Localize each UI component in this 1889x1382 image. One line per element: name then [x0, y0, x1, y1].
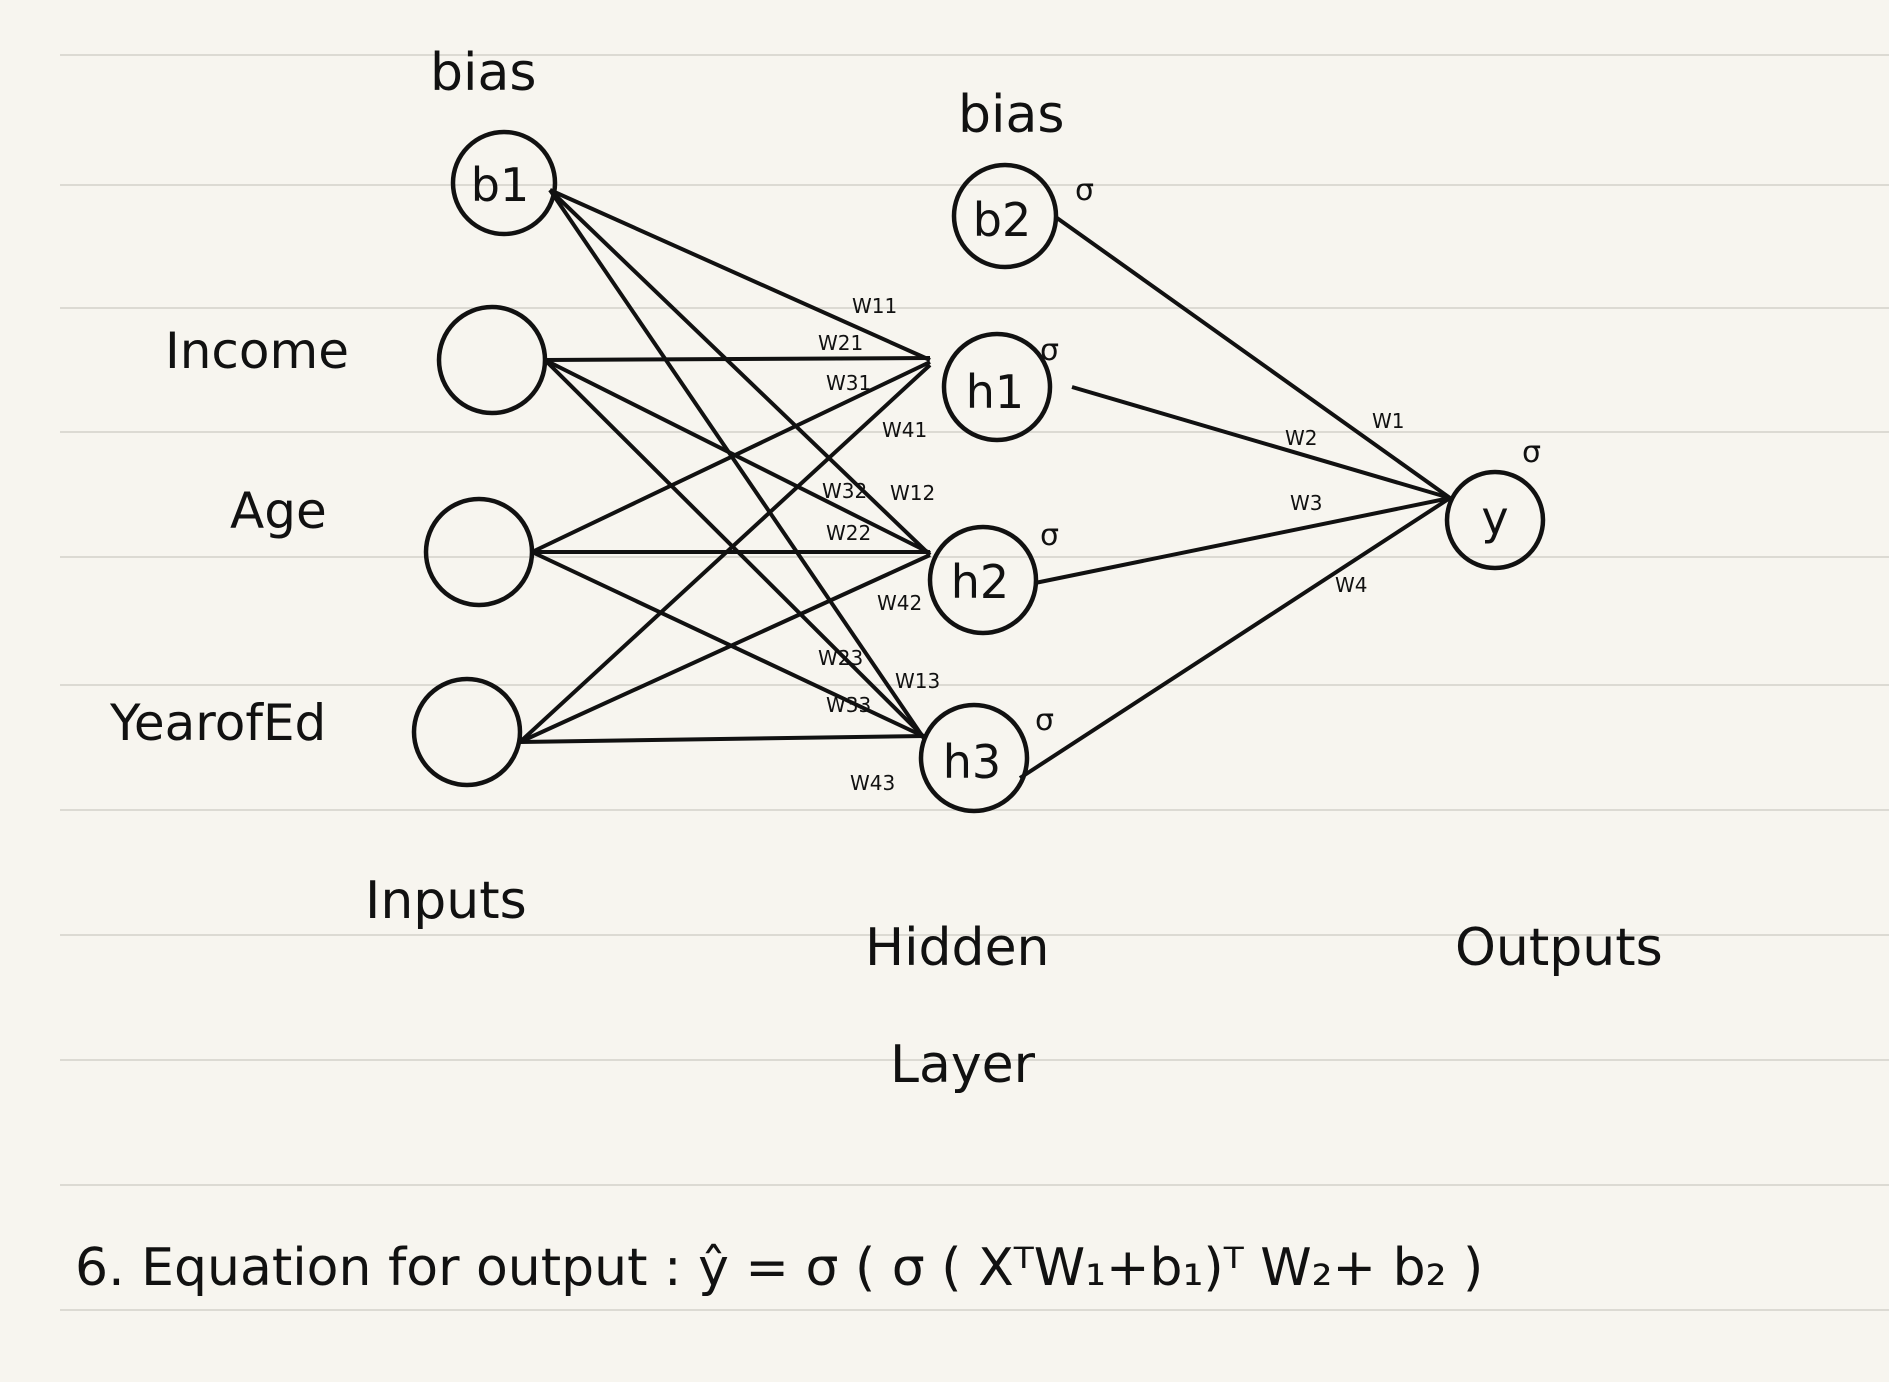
ruled-lines	[60, 54, 1889, 1311]
sigma-h3: σ	[1035, 703, 1054, 738]
weight-w12: W12	[890, 481, 935, 505]
weight-w2: W2	[1285, 426, 1318, 450]
weight-w23: W23	[818, 646, 863, 670]
node-y	[1444, 469, 1546, 571]
activation-markers: σ σ σ σ σ	[1035, 173, 1541, 738]
weight-w22: W22	[826, 521, 871, 545]
weight-w11: W11	[852, 294, 897, 318]
node-years-ed	[411, 676, 523, 788]
node-b1	[450, 129, 558, 237]
weight-w13: W13	[895, 669, 940, 693]
input-to-hidden-edges	[518, 188, 932, 744]
nodes: b1 b2 h1 h2 h3 y	[411, 129, 1546, 814]
node-b2	[951, 162, 1059, 270]
node-h1-label: h1	[966, 365, 1024, 419]
edge-income-h3	[543, 358, 927, 740]
edge-income-h2	[544, 358, 931, 555]
edge-age-h3	[531, 550, 926, 739]
edge-h1-y	[1071, 385, 1451, 500]
outputs-label: Outputs	[1455, 918, 1663, 978]
edge-years-ed-h1	[518, 363, 932, 744]
node-h3-label: h3	[943, 735, 1001, 789]
weight-w21: W21	[818, 331, 863, 355]
layer-labels: bias bias Income Age YearofEd Inputs Hid…	[109, 43, 1663, 1095]
weight-w1: W1	[1372, 409, 1405, 433]
node-income	[436, 304, 548, 416]
age-label: Age	[230, 482, 327, 540]
node-b1-label: b1	[471, 158, 529, 212]
edge-income-h1	[544, 356, 931, 362]
node-h2	[927, 524, 1039, 636]
bias-input-label: bias	[430, 43, 536, 103]
output-equation: 6. Equation for output : ŷ = σ ( σ ( XᵀW…	[75, 1238, 1483, 1298]
sigma-y: σ	[1522, 435, 1541, 470]
node-age	[423, 496, 535, 608]
edge-b1-h1	[549, 188, 931, 362]
weight-w33: W33	[826, 693, 871, 717]
weight-w32: W32	[822, 479, 867, 503]
weight-w43: W43	[850, 771, 895, 795]
edge-b1-h2	[548, 188, 932, 557]
node-b2-label: b2	[973, 193, 1031, 247]
weight-labels: W11 W21 W31 W41 W32 W12 W22 W42 W23 W13 …	[818, 294, 1405, 795]
edge-b1-h3	[548, 188, 927, 742]
weight-w42: W42	[877, 591, 922, 615]
edge-years-ed-h3	[519, 734, 926, 744]
edge-age-h1	[531, 360, 931, 554]
hidden-to-output-edges	[1018, 216, 1452, 780]
weight-w3: W3	[1290, 491, 1323, 515]
sigma-h1: σ	[1040, 333, 1059, 368]
sigma-h2: σ	[1040, 518, 1059, 553]
node-h3	[918, 702, 1030, 814]
hidden-label-line2: Layer	[890, 1035, 1036, 1095]
inputs-label: Inputs	[365, 871, 527, 931]
edge-b2-y	[1055, 216, 1452, 500]
sigma-b2: σ	[1075, 173, 1094, 208]
node-y-label: y	[1481, 491, 1508, 545]
weight-w31: W31	[826, 371, 871, 395]
years-ed-label: YearofEd	[109, 694, 326, 752]
income-label: Income	[165, 322, 349, 380]
weight-w4: W4	[1335, 573, 1368, 597]
edge-years-ed-h2	[519, 553, 931, 744]
edge-h2-y	[1034, 496, 1451, 585]
weight-w41: W41	[882, 418, 927, 442]
node-h1	[941, 331, 1053, 443]
bias-hidden-label: bias	[958, 85, 1064, 145]
edge-h3-y	[1018, 496, 1452, 780]
node-h2-label: h2	[951, 555, 1009, 609]
hidden-label-line1: Hidden	[865, 918, 1050, 978]
